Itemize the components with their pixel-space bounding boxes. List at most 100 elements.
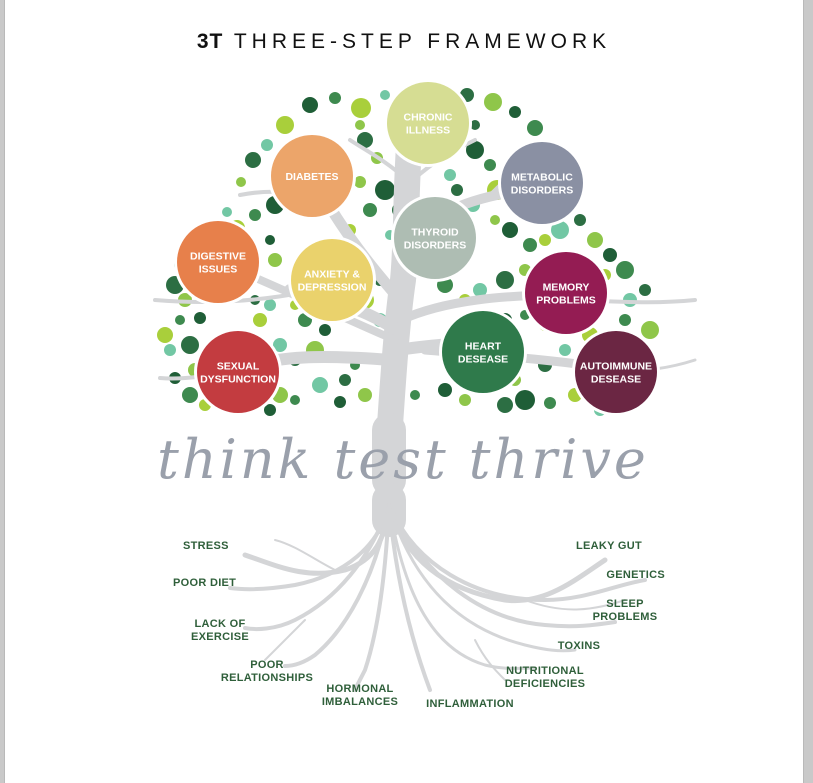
root-cause-label-line: DEFICIENCIES — [505, 678, 586, 690]
root-cause-label-line: SLEEP — [606, 598, 644, 610]
foliage-dot — [355, 120, 365, 130]
foliage-dot — [194, 312, 206, 324]
bubble-circle — [501, 142, 583, 224]
foliage-dot — [484, 93, 502, 111]
bubble-label-line: AUTOIMMUNE — [580, 361, 652, 373]
foliage-dot — [363, 203, 377, 217]
bubble-label-line: METABOLIC — [511, 172, 573, 184]
bubble-label-line: MEMORY — [543, 282, 590, 294]
bubble-circle — [387, 82, 469, 164]
foliage-dot — [509, 106, 521, 118]
root-cause-label-line: GENETICS — [606, 569, 665, 581]
foliage-dot — [544, 397, 556, 409]
root-cause-label-line: HORMONAL — [326, 683, 393, 695]
foliage-dot — [515, 390, 535, 410]
bubble-label-line: DYSFUNCTION — [200, 374, 276, 386]
foliage-dot — [290, 395, 300, 405]
root-cause-label-line: POOR DIET — [173, 577, 236, 589]
foliage-dot — [466, 141, 484, 159]
foliage-dot — [357, 132, 373, 148]
root-cause-label-line: LEAKY GUT — [576, 540, 642, 552]
foliage-dot — [253, 313, 267, 327]
bubble-label-line: CHRONIC — [404, 112, 453, 124]
foliage-dot — [451, 184, 463, 196]
foliage-dot — [351, 98, 371, 118]
foliage-dot — [264, 404, 276, 416]
foliage-dot — [438, 383, 452, 397]
foliage-dot — [639, 284, 651, 296]
tagline: think test thrive — [157, 428, 649, 491]
foliage-dot — [273, 338, 287, 352]
foliage-dot — [181, 336, 199, 354]
foliage-dot — [245, 152, 261, 168]
bubble-label-line: DISORDERS — [511, 185, 573, 197]
foliage-dot — [470, 120, 480, 130]
root-cause-label-line: TOXINS — [558, 640, 601, 652]
bubble-label-line: SEXUAL — [217, 361, 260, 373]
root-cause-label-line: NUTRITIONAL — [506, 665, 584, 677]
root-cause-genetics: GENETICS — [606, 569, 665, 581]
framework-poster: 3T THREE-STEP FRAMEWORK — [4, 0, 804, 783]
foliage-dot — [484, 159, 496, 171]
bubble-label-line: PROBLEMS — [536, 295, 596, 307]
root-cause-stress: STRESS — [183, 540, 229, 552]
foliage-dot — [268, 253, 282, 267]
foliage-dot — [473, 283, 487, 297]
foliage-dot — [375, 180, 395, 200]
bubble-circle — [394, 197, 476, 279]
bubble-label-line: DESEASE — [591, 374, 641, 386]
foliage-dot — [334, 396, 346, 408]
foliage-dot — [444, 169, 456, 181]
foliage-dot — [587, 232, 603, 248]
foliage-dot — [182, 387, 198, 403]
foliage-dot — [603, 248, 617, 262]
root-cause-inflammation: INFLAMMATION — [426, 698, 513, 710]
root-cause-label-line: PROBLEMS — [593, 611, 658, 623]
bubble-label-line: DIGESTIVE — [190, 251, 246, 263]
bubble-circle — [177, 221, 259, 303]
foliage-dot — [175, 315, 185, 325]
bubble-label-line: ANXIETY & — [304, 269, 360, 281]
bubble-label-line: ISSUES — [199, 264, 238, 276]
bubble-label-line: DIABETES — [285, 171, 338, 183]
foliage-dot — [410, 390, 420, 400]
bubble-label-line: ILLNESS — [406, 125, 450, 137]
foliage-dot — [496, 271, 514, 289]
foliage-dot — [249, 209, 261, 221]
root-cause-label-line: EXERCISE — [191, 631, 249, 643]
foliage-dot — [527, 120, 543, 136]
root-cause-label-line: LACK OF — [195, 618, 246, 630]
foliage-dot — [559, 344, 571, 356]
foliage-dot — [497, 397, 513, 413]
root-cause-label-line: STRESS — [183, 540, 229, 552]
foliage-dot — [459, 394, 471, 406]
foliage-dot — [354, 176, 366, 188]
bubble-diabetes: DIABETES — [268, 132, 356, 220]
bubble-circle — [442, 311, 524, 393]
foliage-dot — [312, 377, 328, 393]
bubble-label-line: DISORDERS — [404, 240, 466, 252]
foliage-dot — [157, 327, 173, 343]
title-rest: THREE-STEP FRAMEWORK — [223, 30, 612, 53]
foliage-dot — [222, 207, 232, 217]
foliage-dot — [502, 222, 518, 238]
foliage-dot — [339, 374, 351, 386]
bubble-circle — [575, 331, 657, 413]
bubble-label-line: THYROID — [411, 227, 459, 239]
foliage-dot — [523, 238, 537, 252]
root-cause-label-line: POOR — [250, 659, 284, 671]
foliage-dot — [302, 97, 318, 113]
bubble-anxiety-depression: ANXIETY &DEPRESSION — [288, 236, 376, 324]
